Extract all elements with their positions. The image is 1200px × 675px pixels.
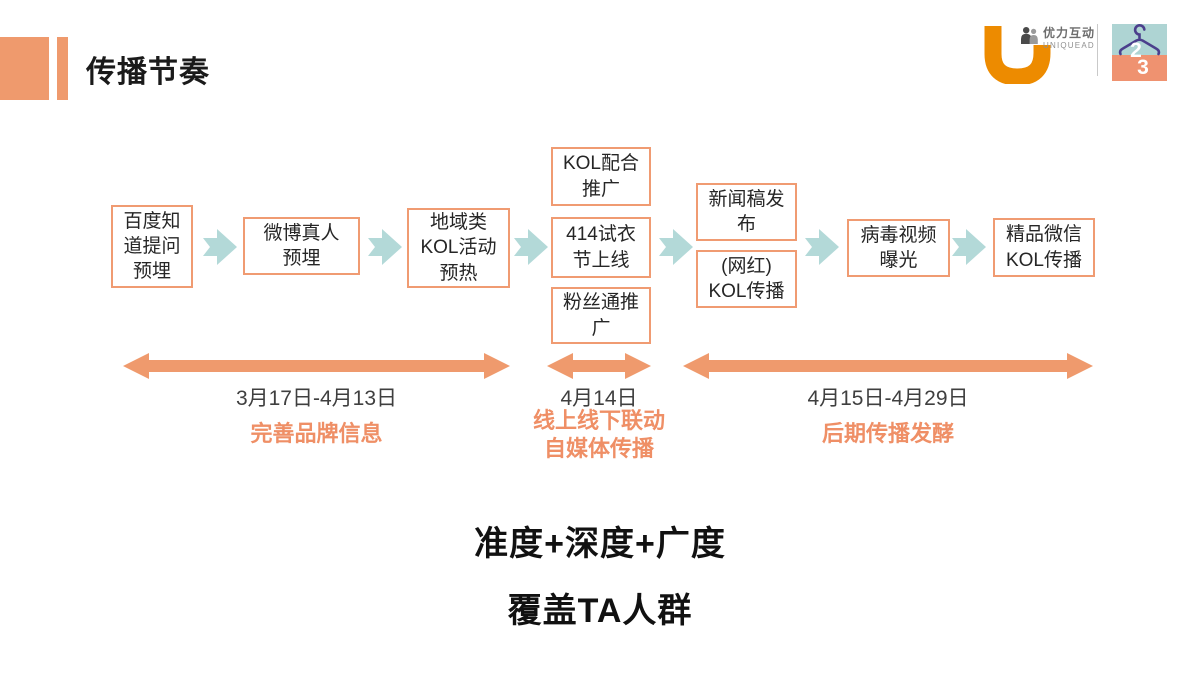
company-name-cn: 优力互动 bbox=[1043, 26, 1096, 40]
flow-box-414-launch: 414试衣 节上线 bbox=[551, 217, 651, 278]
timeline-date-phase3: 4月15日-4月29日 bbox=[807, 387, 969, 410]
timeline-phase1-label: 完善品牌信息 bbox=[250, 421, 383, 446]
flow-arrow-icon bbox=[203, 229, 237, 265]
flow-box-viral-video: 病毒视频 曝光 bbox=[847, 219, 950, 277]
timeline-phase2-label: 线上线下联动 自媒体传播 bbox=[532, 408, 665, 462]
timeline-phase3-label: 后期传播发酵 bbox=[821, 421, 954, 446]
flow-arrow-icon bbox=[368, 229, 402, 265]
summary-line2: 覆盖TA人群 bbox=[507, 592, 693, 630]
badge-digit-bottom: 3 bbox=[1137, 56, 1149, 79]
flow-box-regional-kol: 地域类 KOL活动 预热 bbox=[407, 208, 510, 288]
badge-digit-top: 2 bbox=[1130, 39, 1142, 62]
timeline-date-phase2: 4月14日 bbox=[560, 387, 638, 410]
timeline-arrow-phase3 bbox=[683, 353, 1093, 379]
timeline-arrow-phase2 bbox=[547, 353, 651, 379]
company-name: 优力互动 UNIQUEAD bbox=[1043, 27, 1095, 50]
summary-block: 准度+深度+广度 覆盖TA人群 bbox=[0, 516, 1200, 632]
flow-box-press-release: 新闻稿发 布 bbox=[696, 183, 797, 241]
flow-box-influencer-kol: (网红) KOL传播 bbox=[696, 250, 797, 308]
timeline-arrow-phase1 bbox=[123, 353, 510, 379]
summary-line1: 准度+深度+广度 bbox=[474, 525, 726, 563]
flow-arrow-icon bbox=[805, 229, 839, 265]
hanger-badge-icon: 2 3 bbox=[1112, 24, 1167, 81]
logo-divider bbox=[1097, 24, 1098, 76]
uniquead-u-logo-icon bbox=[984, 26, 1051, 84]
flow-box-fans-promo: 粉丝通推 广 bbox=[551, 287, 651, 344]
person-icon bbox=[1021, 27, 1038, 44]
page-title: 传播节奏 bbox=[86, 56, 210, 89]
timeline-date-phase1: 3月17日-4月13日 bbox=[235, 387, 398, 410]
title-accent-square bbox=[0, 37, 49, 100]
flow-box-weibo-seeding: 微博真人 预埋 bbox=[243, 217, 360, 275]
flow-box-baidu-zhidao: 百度知 道提问 预埋 bbox=[111, 205, 193, 288]
title-accent-bar bbox=[57, 37, 68, 100]
flow-box-kol-promo: KOL配合 推广 bbox=[551, 147, 651, 206]
flow-arrow-icon bbox=[952, 229, 986, 265]
company-name-en: UNIQUEAD bbox=[1043, 41, 1095, 50]
flow-box-wechat-kol: 精品微信 KOL传播 bbox=[993, 218, 1095, 277]
flow-arrow-icon bbox=[659, 229, 693, 265]
flow-arrow-icon bbox=[514, 229, 548, 265]
